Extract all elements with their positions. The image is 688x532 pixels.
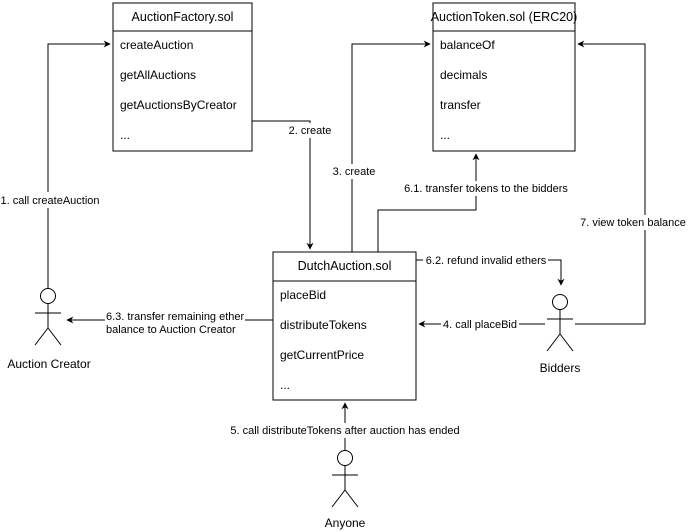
edge-factory-create: [252, 120, 314, 250]
bidders-actor: [546, 294, 574, 352]
edge-transfer-tokens: [377, 153, 480, 252]
method-ellipsis: ...: [120, 128, 130, 142]
label-factory-create: 2. create: [289, 125, 332, 137]
label-call-create-auction: 1. call createAuction: [0, 195, 99, 207]
label-transfer-tokens: 6.1. transfer tokens to the bidders: [404, 183, 568, 195]
auction-token-title: AuctionToken.sol (ERC20): [431, 10, 578, 24]
label-transfer-remaining-ether: 6.3. transfer remaining ether: [106, 311, 245, 323]
method-create-auction: createAuction: [120, 38, 193, 52]
anyone-actor: [331, 450, 359, 508]
edge-call-create-auction: [47, 40, 111, 288]
method-place-bid: placeBid: [280, 288, 326, 302]
bidders-label: Bidders: [540, 361, 581, 375]
label-call-place-bid: 4. call placeBid: [443, 319, 517, 331]
method-ellipsis: ...: [280, 378, 290, 392]
method-transfer: transfer: [440, 98, 481, 112]
method-get-all-auctions: getAllAuctions: [120, 68, 196, 82]
dutch-auction-box: DutchAuction.sol placeBid distributeToke…: [272, 251, 417, 401]
anyone-label: Anyone: [325, 516, 366, 530]
method-get-current-price: getCurrentPrice: [280, 348, 364, 362]
label-transfer-remaining-ether-line2: balance to Auction Creator: [106, 324, 236, 336]
edge-view-token-balance: [575, 40, 646, 325]
auction-creator-label: Auction Creator: [7, 357, 90, 371]
auction-factory-title: AuctionFactory.sol: [132, 10, 234, 24]
auction-token-box: AuctionToken.sol (ERC20) balanceOf decim…: [431, 2, 578, 152]
label-refund-ethers: 6.2. refund invalid ethers: [426, 255, 547, 267]
method-balance-of: balanceOf: [440, 38, 495, 52]
method-decimals: decimals: [440, 68, 487, 82]
label-view-token-balance: 7. view token balance: [580, 217, 686, 229]
label-call-distribute-tokens: 5. call distributeTokens after auction h…: [230, 425, 459, 437]
dutch-auction-title: DutchAuction.sol: [298, 259, 392, 273]
method-distribute-tokens: distributeTokens: [280, 318, 367, 332]
label-dutch-create-token: 3. create: [333, 166, 376, 178]
auction-creator-actor: [34, 288, 62, 346]
method-ellipsis: ...: [440, 128, 450, 142]
method-get-auctions-by-creator: getAuctionsByCreator: [120, 98, 237, 112]
auction-factory-box: AuctionFactory.sol createAuction getAllA…: [112, 2, 253, 152]
edge-dutch-create-token: [351, 40, 431, 252]
